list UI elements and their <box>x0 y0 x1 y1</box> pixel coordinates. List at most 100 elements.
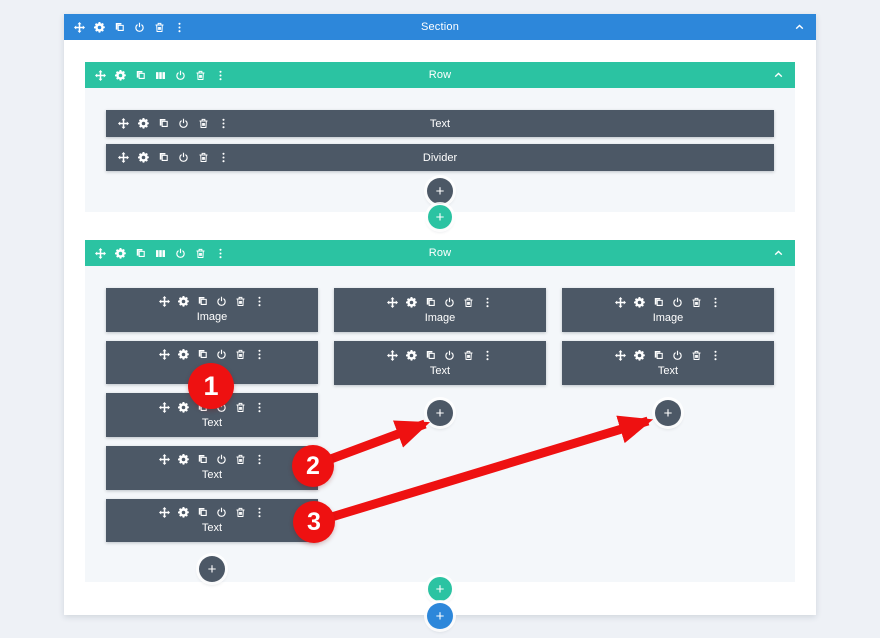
move-icon[interactable] <box>118 152 129 163</box>
disable-icon[interactable] <box>178 152 189 163</box>
add-section-button[interactable]: + <box>427 603 453 629</box>
options-icon[interactable] <box>174 22 185 33</box>
add-row-button[interactable]: + <box>428 577 452 601</box>
duplicate-icon[interactable] <box>158 152 169 163</box>
add-module-button[interactable]: + <box>655 400 681 426</box>
add-module-button[interactable]: + <box>427 400 453 426</box>
disable-icon[interactable] <box>672 350 683 361</box>
module-bar-text[interactable]: Text <box>106 498 318 543</box>
module-bar-image[interactable]: Image <box>562 288 774 332</box>
move-icon[interactable] <box>118 118 129 129</box>
move-icon[interactable] <box>615 350 626 361</box>
options-icon[interactable] <box>254 507 265 518</box>
delete-icon[interactable] <box>198 118 209 129</box>
module-bar-text[interactable]: Text <box>106 445 318 490</box>
settings-icon[interactable] <box>94 22 105 33</box>
disable-icon[interactable] <box>444 350 455 361</box>
move-icon[interactable] <box>74 22 85 33</box>
duplicate-icon[interactable] <box>197 296 208 307</box>
row-toolbar[interactable]: Row <box>85 240 795 266</box>
move-icon[interactable] <box>387 297 398 308</box>
settings-icon[interactable] <box>178 349 189 360</box>
module-bar-image[interactable]: Image <box>334 288 546 332</box>
delete-icon[interactable] <box>235 296 246 307</box>
options-icon[interactable] <box>254 454 265 465</box>
add-row-button[interactable]: + <box>428 205 452 229</box>
duplicate-icon[interactable] <box>135 248 146 259</box>
disable-icon[interactable] <box>216 349 227 360</box>
duplicate-icon[interactable] <box>158 118 169 129</box>
options-icon[interactable] <box>254 349 265 360</box>
move-icon[interactable] <box>95 248 106 259</box>
delete-icon[interactable] <box>463 350 474 361</box>
duplicate-icon[interactable] <box>197 454 208 465</box>
disable-icon[interactable] <box>134 22 145 33</box>
duplicate-icon[interactable] <box>425 297 436 308</box>
options-icon[interactable] <box>482 297 493 308</box>
delete-icon[interactable] <box>195 248 206 259</box>
disable-icon[interactable] <box>444 297 455 308</box>
move-icon[interactable] <box>159 507 170 518</box>
delete-icon[interactable] <box>198 152 209 163</box>
settings-icon[interactable] <box>634 350 645 361</box>
options-icon[interactable] <box>215 70 226 81</box>
delete-icon[interactable] <box>463 297 474 308</box>
module-bar-image[interactable]: Image <box>106 288 318 332</box>
options-icon[interactable] <box>254 296 265 307</box>
move-icon[interactable] <box>159 349 170 360</box>
row-toolbar[interactable]: Row <box>85 62 795 88</box>
delete-icon[interactable] <box>691 350 702 361</box>
delete-icon[interactable] <box>195 70 206 81</box>
options-icon[interactable] <box>254 402 265 413</box>
disable-icon[interactable] <box>216 296 227 307</box>
duplicate-icon[interactable] <box>425 350 436 361</box>
move-icon[interactable] <box>387 350 398 361</box>
section-toolbar[interactable]: Section <box>64 14 816 40</box>
module-bar-text[interactable]: Text <box>562 341 774 385</box>
options-icon[interactable] <box>218 152 229 163</box>
settings-icon[interactable] <box>178 454 189 465</box>
delete-icon[interactable] <box>235 507 246 518</box>
move-icon[interactable] <box>159 296 170 307</box>
disable-icon[interactable] <box>216 507 227 518</box>
columns-icon[interactable] <box>155 248 166 259</box>
move-icon[interactable] <box>159 454 170 465</box>
options-icon[interactable] <box>710 350 721 361</box>
disable-icon[interactable] <box>216 454 227 465</box>
delete-icon[interactable] <box>235 402 246 413</box>
settings-icon[interactable] <box>115 70 126 81</box>
settings-icon[interactable] <box>138 118 149 129</box>
delete-icon[interactable] <box>691 297 702 308</box>
module-bar-text[interactable]: Text <box>334 341 546 385</box>
settings-icon[interactable] <box>634 297 645 308</box>
duplicate-icon[interactable] <box>114 22 125 33</box>
settings-icon[interactable] <box>178 296 189 307</box>
disable-icon[interactable] <box>178 118 189 129</box>
module-bar-text[interactable]: Text <box>106 110 774 137</box>
add-module-button[interactable]: + <box>427 178 453 204</box>
settings-icon[interactable] <box>178 507 189 518</box>
disable-icon[interactable] <box>175 70 186 81</box>
duplicate-icon[interactable] <box>197 349 208 360</box>
options-icon[interactable] <box>482 350 493 361</box>
add-module-button[interactable]: + <box>199 556 225 582</box>
duplicate-icon[interactable] <box>653 350 664 361</box>
duplicate-icon[interactable] <box>135 70 146 81</box>
options-icon[interactable] <box>710 297 721 308</box>
move-icon[interactable] <box>159 402 170 413</box>
settings-icon[interactable] <box>138 152 149 163</box>
duplicate-icon[interactable] <box>197 507 208 518</box>
delete-icon[interactable] <box>235 454 246 465</box>
disable-icon[interactable] <box>672 297 683 308</box>
move-icon[interactable] <box>95 70 106 81</box>
settings-icon[interactable] <box>178 402 189 413</box>
columns-icon[interactable] <box>155 70 166 81</box>
settings-icon[interactable] <box>406 350 417 361</box>
options-icon[interactable] <box>218 118 229 129</box>
duplicate-icon[interactable] <box>653 297 664 308</box>
move-icon[interactable] <box>615 297 626 308</box>
module-bar-divider[interactable]: Divider <box>106 144 774 171</box>
disable-icon[interactable] <box>175 248 186 259</box>
options-icon[interactable] <box>215 248 226 259</box>
settings-icon[interactable] <box>406 297 417 308</box>
